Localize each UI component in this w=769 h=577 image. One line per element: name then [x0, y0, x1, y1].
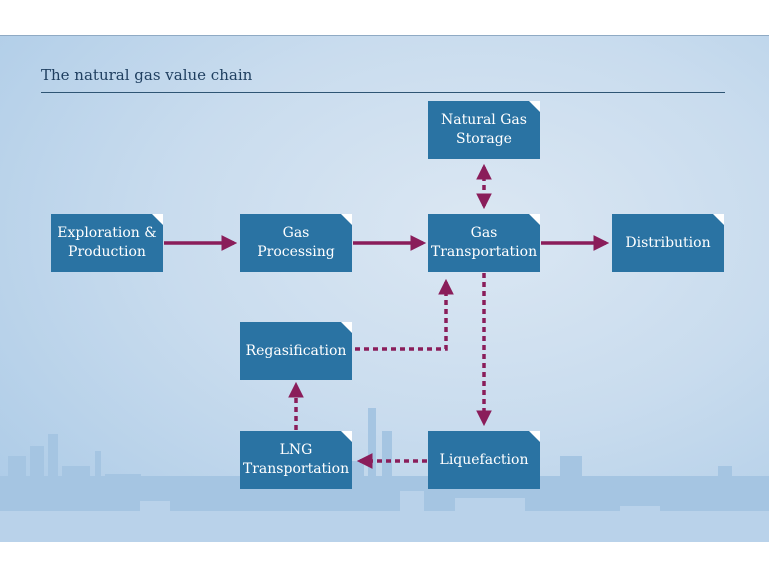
refinery-skyline-illustration — [0, 408, 769, 542]
node-label: LNG Transportation — [242, 442, 350, 477]
arrow-regasification-to-transportation — [355, 278, 454, 351]
node-label: Exploration & Production — [57, 225, 157, 260]
node-label: Distribution — [625, 234, 711, 251]
flow-arrows — [164, 163, 610, 469]
node-regasification: Regasification — [240, 322, 352, 380]
title-underline — [41, 92, 725, 93]
node-label: Regasification — [245, 342, 347, 359]
node-distribution: Distribution — [612, 214, 724, 272]
diagram-title: The natural gas value chain — [41, 66, 253, 84]
node-label: Gas Transportation — [430, 225, 538, 260]
node-lng-transportation: LNG Transportation — [240, 431, 352, 489]
node-gas-processing: Gas Processing — [240, 214, 352, 272]
node-gas-transportation: Gas Transportation — [428, 214, 540, 272]
diagram-panel: The natural gas value chain Exploration … — [0, 35, 769, 542]
node-exploration-production: Exploration & Production — [51, 214, 163, 272]
node-label: Natural Gas Storage — [441, 112, 527, 147]
node-label: Liquefaction — [439, 451, 529, 468]
node-label: Gas Processing — [257, 225, 335, 260]
node-liquefaction: Liquefaction — [428, 431, 540, 489]
node-natural-gas-storage: Natural Gas Storage — [428, 101, 540, 159]
